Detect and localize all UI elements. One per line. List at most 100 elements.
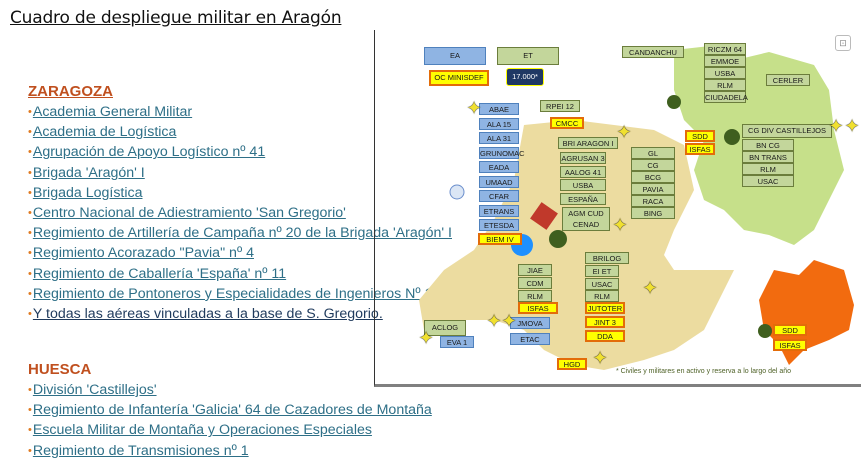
huesca-heading: HUESCA	[28, 361, 92, 378]
star-icon: ✦	[418, 328, 434, 348]
list-item[interactable]: •Regimiento Acorazado "Pavia" nº 4	[28, 243, 452, 263]
unit-link[interactable]: Agrupación de Apoyo Logístico nº 41	[32, 144, 266, 161]
list-item[interactable]: •Escuela Militar de Montaña y Operacione…	[28, 420, 432, 440]
list-item[interactable]: •Regimiento de Pontoneros y Especialidad…	[28, 284, 452, 304]
bullet-icon: •	[28, 106, 32, 118]
unit-label: EMMOE	[704, 55, 746, 67]
map-frame	[374, 30, 861, 387]
unit-label: USAC	[585, 277, 619, 290]
list-item[interactable]: •Academia de Logística	[28, 122, 452, 142]
zaragoza-heading: ZARAGOZA	[28, 83, 113, 100]
unit-label: BN TRANS	[742, 151, 794, 163]
legend-total: 17.000*	[506, 68, 544, 86]
list-item[interactable]: •Regimiento de Transmisiones nº 1	[28, 441, 432, 461]
unit-label: BING	[631, 207, 675, 219]
unit-link[interactable]: Academia de Logística	[32, 124, 177, 141]
image-scan-icon[interactable]: ⊡	[835, 35, 851, 51]
unit-link[interactable]: Regimiento de Caballería 'España' nº 11	[32, 265, 287, 282]
list-item[interactable]: •Brigada 'Aragón' I	[28, 163, 452, 183]
unit-link[interactable]: Academia General Militar	[32, 104, 193, 120]
list-item[interactable]: •Regimiento de Artillería de Campaña nº …	[28, 223, 452, 243]
huesca-city-marker	[724, 129, 740, 145]
unit-link[interactable]: Y todas las aéreas vinculadas a la base …	[32, 306, 383, 323]
bullet-icon: •	[28, 444, 32, 457]
unit-label: CFAR	[479, 190, 519, 202]
unit-label: RLM	[585, 290, 619, 302]
unit-link[interactable]: Brigada Logística	[32, 184, 143, 201]
bullet-icon: •	[28, 247, 32, 260]
list-item[interactable]: •Brigada Logística	[28, 183, 452, 203]
unit-label: ALA 15	[479, 117, 519, 130]
unit-link[interactable]: Regimiento de Infantería 'Galicia' 64 de…	[32, 402, 432, 419]
list-item[interactable]: •Centro Nacional de Adiestramiento 'San …	[28, 203, 452, 223]
star-icon: ✦	[828, 116, 844, 136]
unit-link[interactable]: Regimiento de Pontoneros y Especialidade…	[32, 285, 441, 302]
legend-ea: EA	[424, 47, 486, 65]
unit-link[interactable]: Centro Nacional de Adiestramiento 'San G…	[32, 205, 346, 222]
unit-label: ESPAÑA	[560, 192, 606, 205]
list-item[interactable]: •Academia General Militar	[28, 102, 452, 122]
huesca-section: HUESCA •División 'Castillejos'•Regimient…	[28, 360, 432, 461]
list-item[interactable]: •División 'Castillejos'	[28, 380, 432, 400]
unit-label: BCG	[631, 171, 675, 183]
unit-label: PAVIA	[631, 183, 675, 195]
unit-label: AGRUSAN 3	[560, 152, 606, 164]
bri-aragon-label: BRI ARAGON I	[558, 137, 618, 149]
teruel-region	[759, 260, 854, 365]
unit-label: SDD	[685, 130, 715, 142]
light-circle-marker	[449, 184, 465, 200]
map-footnote: * Civiles y militares en activo y reserv…	[616, 368, 792, 375]
unit-label: ETESDA	[479, 219, 519, 231]
bullet-icon: •	[28, 267, 32, 280]
bullet-icon: •	[28, 207, 32, 220]
star-icon: ✦	[642, 278, 658, 298]
unit-label: SDD	[773, 324, 807, 336]
unit-label: ALA 31	[479, 132, 519, 144]
unit-label: JINT 3	[585, 316, 625, 328]
teruel-city-marker	[758, 324, 772, 338]
list-item[interactable]: •Y todas las aéreas vinculadas a la base…	[28, 304, 452, 324]
unit-link[interactable]: Regimiento Acorazado "Pavia" nº 4	[32, 245, 254, 262]
unit-label: GL	[631, 147, 675, 159]
green-circle-marker	[549, 230, 567, 248]
page-title: Cuadro de despliegue militar en Aragón	[10, 8, 342, 28]
list-item[interactable]: •Regimiento de Caballería 'España' nº 11	[28, 264, 452, 284]
unit-label: EADA	[479, 161, 519, 173]
bullet-icon: •	[28, 146, 32, 159]
unit-label: ISFAS	[773, 339, 807, 351]
unit-link[interactable]: Escuela Militar de Montaña y Operaciones…	[32, 422, 372, 439]
star-icon: ✦	[466, 98, 482, 118]
cmcc-label: CMCC	[550, 117, 584, 129]
unit-link[interactable]: Regimiento de Artillería de Campaña nº 2…	[32, 225, 452, 242]
jaca-marker	[667, 95, 681, 109]
unit-label: UMAAD	[479, 175, 519, 188]
star-icon: ✦	[844, 116, 860, 136]
unit-label: JUTOTER	[585, 302, 625, 314]
unit-link[interactable]: Regimiento de Transmisiones nº 1	[32, 442, 249, 459]
unit-label: RACA	[631, 195, 675, 207]
unit-label: EI ET	[585, 265, 619, 277]
legend-et: ET	[497, 47, 559, 65]
bullet-icon: •	[28, 227, 32, 240]
aclog-label: ACLOG	[424, 320, 466, 336]
unit-label: ETRANS	[479, 204, 519, 217]
unit-label: USBA	[704, 67, 746, 79]
bullet-icon: •	[28, 404, 32, 417]
unit-label: RICZM 64	[704, 43, 746, 55]
unit-label: CIUDADELA	[704, 91, 748, 103]
bullet-icon: •	[28, 126, 32, 139]
bullet-icon: •	[28, 424, 32, 437]
unit-label: CG	[631, 159, 675, 171]
list-item[interactable]: •Regimiento de Infantería 'Galicia' 64 d…	[28, 400, 432, 420]
unit-link[interactable]: Brigada 'Aragón' I	[32, 164, 145, 181]
unit-label: AALOG 41	[560, 165, 606, 178]
unit-label: ABAE	[479, 103, 519, 115]
unit-label: ETAC	[510, 333, 550, 345]
unit-label: USBA	[560, 179, 606, 191]
bullet-icon: •	[28, 384, 32, 396]
star-icon: ✦	[616, 122, 632, 142]
unit-link[interactable]: División 'Castillejos'	[32, 382, 157, 398]
cerler-label: CERLER	[766, 74, 810, 86]
list-item[interactable]: •Agrupación de Apoyo Logístico nº 41	[28, 142, 452, 162]
